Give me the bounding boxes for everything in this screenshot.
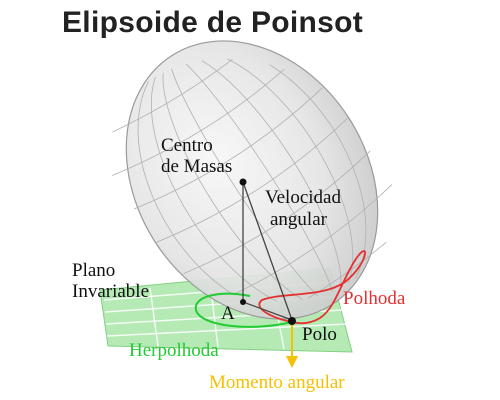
point-a (240, 299, 246, 305)
polhode-curve (258, 250, 366, 325)
angular-velocity-label-line1: Velocidad (265, 187, 341, 208)
invariable-plane-label-line2: Invariable (72, 281, 149, 302)
pole-point (288, 317, 296, 325)
angular-velocity-label-line2: angular (270, 209, 328, 230)
polhode-label: Polhoda (343, 288, 406, 309)
center-of-mass-point (239, 178, 247, 186)
center-of-mass-label-line1: Centro (161, 135, 213, 156)
center-to-pole-line (242, 181, 293, 321)
point-a-label: A (221, 303, 235, 324)
a-to-pole-line (242, 301, 293, 321)
herpolhode-label: Herpolhoda (129, 340, 219, 361)
angular-momentum-arrowhead (286, 356, 298, 368)
figure-title: Elipsoide de Poinsot (62, 6, 364, 39)
invariable-plane-label-line1: Plano (72, 260, 115, 281)
pole-label: Polo (302, 324, 337, 345)
angular-momentum-label: Momento angular (209, 372, 345, 393)
herpolhode-curve (194, 292, 293, 328)
center-of-mass-label-line2: de Masas (161, 156, 232, 177)
